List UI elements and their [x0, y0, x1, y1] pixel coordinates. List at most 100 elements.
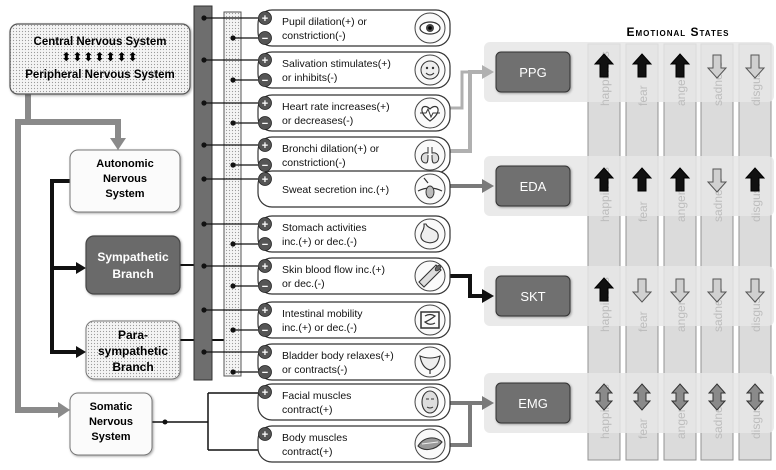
- response-text-line-2: constriction(-): [282, 30, 346, 42]
- minus-sign-icon: [258, 158, 272, 172]
- signal-label: SKT: [520, 289, 545, 304]
- connector-node: [201, 307, 207, 313]
- response-item: Skin blood flow inc.(+)or dec.(-)+−: [257, 257, 451, 295]
- response-box: [257, 383, 451, 421]
- emotion-label: disgust: [749, 67, 763, 106]
- minus-sign-icon-glyph: −: [262, 325, 268, 337]
- cns-label: Central Nervous System: [34, 36, 167, 48]
- parasympathetic-branch-box: Para- sympathetic Branch: [85, 320, 181, 380]
- autonomic-line-2: Nervous: [103, 173, 147, 185]
- response-text-line-2: or contracts(-): [282, 364, 347, 376]
- intestine-icon: [414, 304, 446, 336]
- signal-label: EMG: [518, 396, 548, 411]
- connector-node: [230, 241, 236, 247]
- minus-sign-icon-glyph: −: [262, 75, 268, 87]
- signal-box-ppg: PPG: [495, 51, 571, 93]
- emotional-states-title: Emotional States: [626, 25, 729, 39]
- skin-pore-icon: [414, 173, 446, 205]
- response-text-line-2: or decreases(-): [282, 115, 353, 127]
- down-arrow-icon: [706, 168, 728, 193]
- up-arrow-icon: [631, 53, 653, 78]
- up-arrow-icon: [669, 53, 691, 78]
- response-box: [257, 215, 451, 253]
- connector-node: [230, 120, 236, 126]
- emotion-label: disgust: [749, 183, 763, 222]
- emotion-label: anger: [674, 408, 688, 439]
- connector-node: [230, 327, 236, 333]
- response-text-line-2: or dec.(-): [282, 278, 325, 290]
- emotion-label: fear: [636, 85, 650, 106]
- response-text-line-2: inc.(+) or dec.(-): [282, 322, 357, 334]
- stomach-icon: [414, 218, 446, 250]
- response-item: Bladder body relaxes(+)or contracts(-)+−: [257, 343, 451, 381]
- response-text-line-1: Pupil dilation(+) or: [282, 16, 367, 28]
- bladder-icon: [414, 346, 446, 378]
- heart-icon: [414, 97, 446, 129]
- plus-sign-icon: [258, 53, 272, 67]
- plus-sign-icon: [258, 259, 272, 273]
- plus-sign-icon-glyph: +: [262, 429, 268, 441]
- response-text-line-1: Body muscles: [282, 432, 347, 444]
- autonomic-nervous-system-box: Autonomic Nervous System: [69, 149, 181, 213]
- sympathetic-trunk: [193, 5, 213, 381]
- plus-sign-icon: [258, 138, 272, 152]
- emotion-label: fear: [636, 418, 650, 439]
- signal-box-emg: EMG: [495, 382, 571, 424]
- plus-sign-icon: [258, 11, 272, 25]
- facial-muscle-icon: [414, 386, 446, 418]
- response-box: [257, 343, 451, 381]
- blood-vessel-icon: [414, 260, 446, 292]
- signal-label: EDA: [520, 179, 547, 194]
- connector-node: [201, 142, 207, 148]
- connector-node: [230, 35, 236, 41]
- connector-node: [230, 283, 236, 289]
- signal-links: [450, 65, 494, 447]
- pns-label: Peripheral Nervous System: [25, 69, 175, 81]
- up-arrow-icon: [593, 53, 615, 78]
- sympathetic-line-1: Sympathetic: [97, 250, 169, 264]
- minus-sign-icon: [258, 237, 272, 251]
- minus-sign-icon: [258, 279, 272, 293]
- minus-sign-icon: [258, 31, 272, 45]
- plus-sign-icon: [258, 217, 272, 231]
- response-text-line-2: constriction(-): [282, 157, 346, 169]
- emotion-label: disgust: [749, 400, 763, 439]
- up-down-arrow-icon: [594, 383, 614, 411]
- connector-node: [201, 15, 207, 21]
- plus-sign-icon: [258, 96, 272, 110]
- minus-sign-icon-glyph: −: [262, 239, 268, 251]
- autonomic-line-3: System: [105, 188, 144, 200]
- muscle-icon: [414, 428, 446, 460]
- plus-sign-icon-glyph: +: [262, 55, 268, 67]
- response-text-line-1: Bladder body relaxes(+): [282, 350, 394, 362]
- connector-node: [201, 57, 207, 63]
- plus-sign-icon-glyph: +: [262, 261, 268, 273]
- down-arrow-icon: [744, 54, 766, 79]
- down-arrow-icon: [669, 278, 691, 303]
- up-down-arrow-icon: [745, 383, 765, 411]
- trunk-connectors: [201, 15, 258, 375]
- response-item: Salivation stimulates(+)or inhibits(-)+−: [257, 51, 451, 89]
- connector-node: [201, 221, 207, 227]
- response-box: [257, 94, 451, 132]
- emotion-label: fear: [636, 311, 650, 332]
- connector-node: [201, 176, 207, 182]
- down-arrow-icon: [744, 278, 766, 303]
- connector-node: [201, 349, 207, 355]
- response-text-line-2: contract(+): [282, 404, 332, 416]
- response-item: Heart rate increases(+)or decreases(-)+−: [257, 94, 451, 132]
- parasympathetic-line-2: sympathetic: [98, 344, 168, 358]
- somatic-line-2: Nervous: [89, 416, 133, 428]
- connector-node: [201, 100, 207, 106]
- plus-sign-icon-glyph: +: [262, 140, 268, 152]
- sympathetic-line-2: Branch: [112, 267, 153, 281]
- plus-sign-icon-glyph: +: [262, 13, 268, 25]
- connector-node: [230, 369, 236, 375]
- response-text-line-1: Salivation stimulates(+): [282, 58, 391, 70]
- plus-sign-icon: [258, 172, 272, 186]
- minus-sign-icon-glyph: −: [262, 118, 268, 130]
- plus-sign-icon: [258, 385, 272, 399]
